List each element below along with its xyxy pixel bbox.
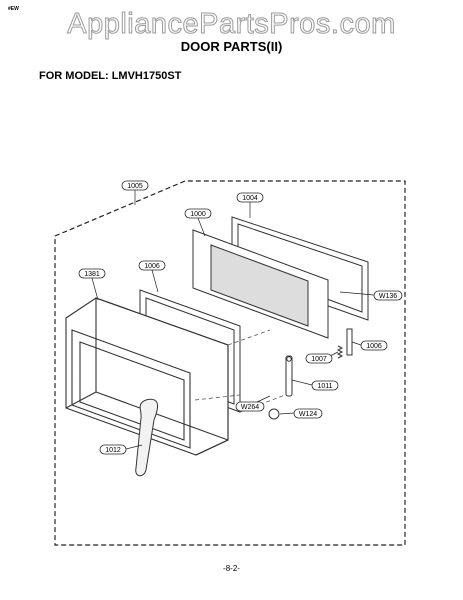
svg-text:1004: 1004 [242,195,258,202]
svg-text:1000: 1000 [190,211,206,218]
part-1011-lever [285,355,293,397]
callout-W264: W264 [235,401,265,412]
svg-text:1012: 1012 [105,447,121,454]
callout-1004: 1004 [236,192,264,203]
callout-1006-gasket: 1006 [138,260,166,271]
callout-1011: 1011 [311,380,339,391]
svg-text:1006: 1006 [366,343,382,350]
callout-1006-latch: 1006 [360,340,388,351]
leader-lines [91,190,375,450]
svg-text:W136: W136 [379,293,397,300]
part-1007-spring [336,345,344,359]
corner-mark: #EW [8,6,19,12]
svg-text:W264: W264 [241,404,259,411]
callout-1012: 1012 [99,444,127,455]
callout-W124: W124 [293,408,323,419]
svg-text:W124: W124 [299,411,317,418]
svg-text:1005: 1005 [127,183,143,190]
part-1006-latch [346,328,353,356]
watermark: AppliancePartsPros.com [67,8,396,41]
callout-1381: 1381 [78,268,106,279]
callout-1005: 1005 [121,180,149,191]
svg-text:1006: 1006 [144,263,160,270]
part-1012-handle [135,398,158,477]
callout-W136: W136 [373,290,403,301]
svg-text:1381: 1381 [84,271,100,278]
part-1000-inner-door [192,229,329,339]
page-number: -8-2- [223,564,240,573]
page-title: DOOR PARTS(II) [180,39,283,54]
callout-1000: 1000 [184,208,212,219]
part-W124-washer [268,408,280,420]
svg-text:1011: 1011 [317,383,332,390]
callout-1007: 1007 [305,353,333,364]
svg-text:1007: 1007 [311,356,327,363]
part-1381-outer-door [65,297,229,456]
model-line: FOR MODEL: LMVH1750ST [39,70,182,82]
